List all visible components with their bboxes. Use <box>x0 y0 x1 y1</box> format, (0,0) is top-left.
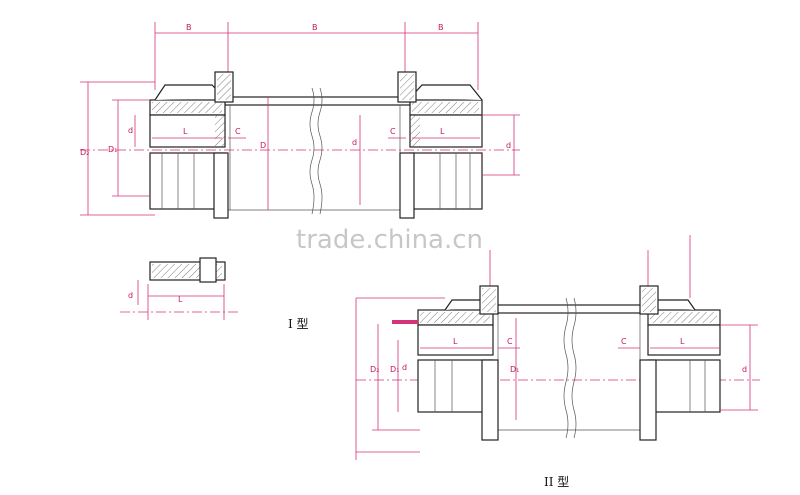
type2-inner-dimensions: L C D₁ C L <box>420 318 720 420</box>
type2-marker <box>392 320 418 324</box>
dim2-L-left: L <box>453 337 458 346</box>
dim2-D1: D₁ <box>390 365 399 374</box>
dim2-d-left: d <box>402 363 407 372</box>
type1-right-dimension: d <box>482 114 520 176</box>
dim2-D1-inner: D₁ <box>510 365 519 374</box>
dim-d-middle: d <box>352 138 357 147</box>
dim-L-left: L <box>183 127 188 136</box>
dim2-d-right: d <box>742 365 747 374</box>
type1-left-dimensions: D₂ D₁ d <box>80 81 155 216</box>
type1-caption: I 型 <box>288 317 309 331</box>
type2-right-dimension: d <box>720 324 758 411</box>
dim2-L-right: L <box>680 337 685 346</box>
dim-D2: D₂ <box>80 148 89 157</box>
dim-d-right: d <box>506 141 511 150</box>
type1-detail-view: L d <box>120 257 240 320</box>
dim-B-middle: B <box>312 23 318 32</box>
dim-D: D <box>260 141 266 150</box>
watermark: trade.china.cn <box>296 225 483 255</box>
type1-shaft <box>224 87 411 215</box>
type2-right-hub <box>639 285 721 441</box>
type2-drawing: D₂ D₁ d L C D₁ C L d II 型 <box>355 235 760 489</box>
dim-d-left-small: d <box>128 126 133 135</box>
dim-d-detail: d <box>128 291 133 300</box>
dim2-D2: D₂ <box>370 365 379 374</box>
dim-L-detail: L <box>178 295 183 304</box>
dim2-C-right: C <box>621 337 627 346</box>
dim-L-right: L <box>440 127 445 136</box>
type1-right-hub <box>397 71 483 219</box>
dim-C-right: C <box>390 127 396 136</box>
type1-left-hub <box>149 71 234 219</box>
type1-inner-dimensions: L C C L D d <box>152 97 480 210</box>
dim-D1: D₁ <box>108 145 117 154</box>
type2-left-hub <box>417 285 499 441</box>
dim2-C-left: C <box>507 337 513 346</box>
dim-C-left: C <box>235 127 241 136</box>
type2-left-dimensions: D₂ D₁ d <box>356 320 420 453</box>
type1-top-dimension: B B B <box>154 22 479 90</box>
dim-B-right: B <box>438 23 444 32</box>
dim-B-left: B <box>186 23 192 32</box>
type1-drawing: B B B <box>80 22 520 331</box>
type2-caption: II 型 <box>544 475 569 489</box>
